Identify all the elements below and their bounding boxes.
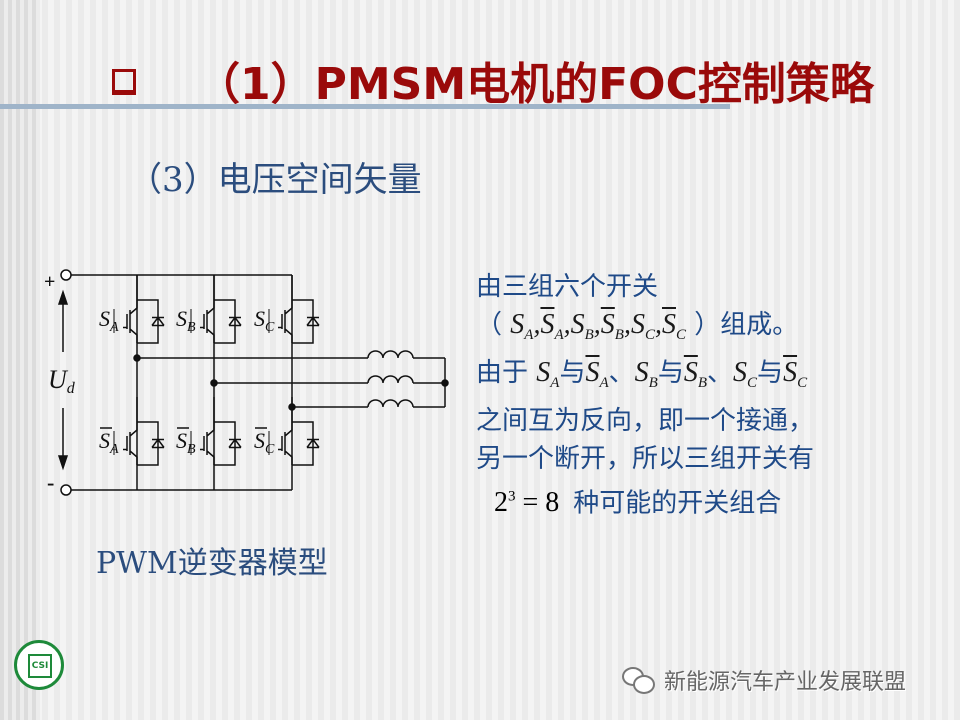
plus-label: + [44,271,55,293]
upper-switch-b-diode [214,299,242,344]
wechat-icon [622,667,655,694]
subtitle: （3）电压空间矢量 [128,160,422,200]
lower-switch-b-igbt [200,422,215,465]
desc-line-5: 另一个断开，所以三组开关有 [476,444,815,474]
voltage-label: Ud [48,365,76,397]
circuit-caption: PWM逆变器模型 [96,546,328,581]
lower-switch-a-diode [137,421,165,466]
negative-terminal [60,484,72,496]
organization-logo: CSI [14,640,64,690]
upper-switch-c-igbt [278,300,293,343]
upper-switch-c-diode [292,299,320,344]
inductor-b [367,375,414,384]
desc-line-2: （ SA,SA,SB,SB,SC,SC ）组成。 [476,309,799,343]
left-band [0,0,40,720]
lower-switch-label-a: SA [99,428,119,457]
lower-switch-c-igbt [278,422,293,465]
positive-terminal [60,269,72,281]
lower-switch-b-diode [214,421,242,466]
title-rule [0,104,730,109]
desc-line-4: 之间互为反向，即一个接通， [476,406,815,436]
neutral-node [441,379,449,387]
inverter-circuit: + - Ud SA SB SC SA SB SC [44,269,449,496]
lower-switch-c-diode [292,421,320,466]
upper-switch-a-diode [137,299,165,344]
arrow-down-icon [57,455,69,471]
lower-switch-a-igbt [123,422,138,465]
lower-switch-label-b: SB [176,428,196,457]
upper-switch-a-igbt [123,300,138,343]
title-text: （1）PMSM电机的FOC控制策略 [196,59,874,110]
desc-line-3: 由于 SA与SA、SB与SB、SC与SC [476,357,808,391]
description: 由三组六个开关 （ SA,SA,SB,SB,SC,SC ）组成。 由于 SA与S… [476,268,916,522]
square-bullet-icon [112,69,136,95]
slide-title: （1）PMSM电机的FOC控制策略 [112,48,874,112]
desc-line-1: 由三组六个开关 [476,272,659,302]
wires [57,269,449,496]
inductor-c [367,399,414,408]
upper-switch-b-igbt [200,300,215,343]
inductor-a [367,350,414,359]
lower-switch-label-c: SC [254,428,275,457]
equation: 23 = 8 [494,487,560,519]
minus-label: - [47,470,54,495]
upper-switch-label-b: SB [176,306,196,335]
arrow-up-icon [57,289,69,305]
watermark: 新能源汽车产业发展联盟 [622,664,906,696]
upper-switch-label-a: SA [99,306,119,335]
upper-switch-label-c: SC [254,306,275,335]
